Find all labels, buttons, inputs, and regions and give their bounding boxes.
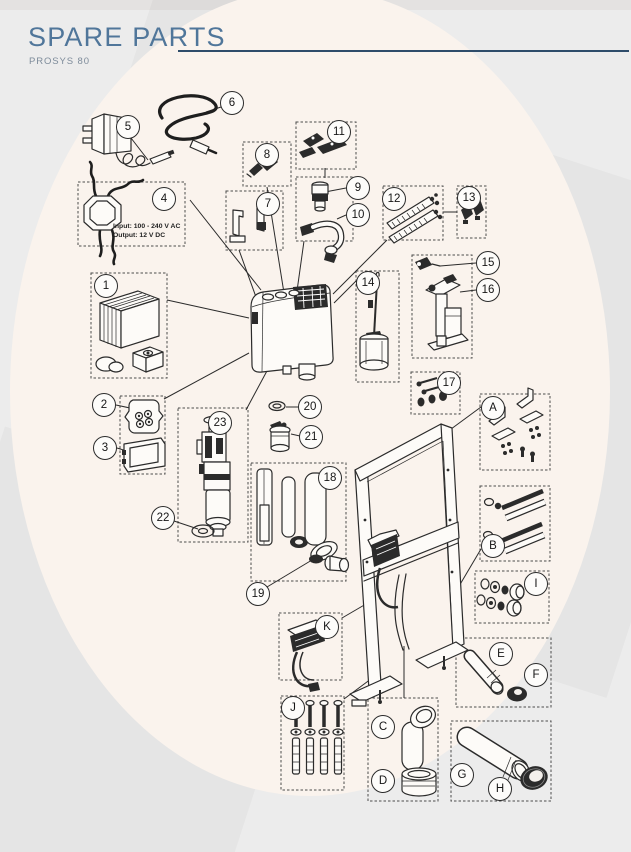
callout-B: B [481, 534, 505, 558]
callout-13: 13 [457, 186, 481, 210]
transformer-spec-input: Input: 100 - 240 V AC [113, 223, 181, 230]
callout-4: 4 [152, 187, 176, 211]
callout-8: 8 [255, 143, 279, 167]
part-6-signal-cable [158, 94, 218, 155]
part-9-valve-cartridge [311, 181, 329, 212]
callout-J: J [281, 696, 305, 720]
callout-5: 5 [116, 115, 140, 139]
part-3-frame-plate [122, 437, 166, 473]
callout-9: 9 [346, 176, 370, 200]
callout-15: 15 [476, 251, 500, 275]
box-part-1 [90, 272, 168, 379]
callout-I: I [524, 572, 548, 596]
callout-17: 17 [437, 371, 461, 395]
box-c-d [367, 697, 439, 802]
page-title: SPARE PARTS [28, 22, 226, 52]
kit-i-caps [476, 578, 525, 617]
callout-14: 14 [356, 271, 380, 295]
part-22-valve-seal [191, 524, 215, 538]
page-subtitle: PROSYS 80 [29, 56, 90, 67]
callout-D: D [371, 769, 395, 793]
box-g-h [450, 720, 552, 802]
box-kit-b [479, 485, 551, 562]
callout-16: 16 [476, 278, 500, 302]
box-part-8 [242, 141, 292, 187]
callout-E: E [489, 642, 513, 666]
part-23-flush-valve [196, 415, 231, 537]
part-14-flush-mechanism [359, 271, 389, 371]
box-part-2-3 [119, 395, 166, 475]
part-21-inlet-connector [269, 421, 291, 453]
transformer-spec-output: Output: 12 V DC [113, 232, 166, 240]
callout-F: F [524, 663, 548, 687]
transformer-specs: Input: 100 - 240 V AC Output: 12 V DC [113, 222, 185, 240]
cistern-tank [250, 284, 334, 381]
part-f-seal-ring [507, 686, 527, 702]
box-part-18 [250, 462, 347, 582]
part-1-protection-box [95, 290, 164, 373]
callout-12: 12 [382, 187, 406, 211]
box-kit-a [479, 393, 551, 471]
callout-6: 6 [220, 91, 244, 115]
box-part-7 [225, 190, 284, 251]
callout-11: 11 [327, 120, 351, 144]
header-rule [178, 50, 629, 52]
callout-18: 18 [318, 466, 342, 490]
callout-23: 23 [208, 411, 232, 435]
callout-2: 2 [92, 393, 116, 417]
installation-frame [349, 423, 469, 707]
part-d-coupling [401, 767, 437, 797]
part-15-connector [415, 257, 441, 270]
callout-K: K [315, 615, 339, 639]
box-part-15-16 [411, 254, 473, 359]
part-12-mounting-rails [386, 193, 443, 244]
leader-lines [115, 106, 482, 700]
callout-19: 19 [246, 582, 270, 606]
callout-C: C [371, 715, 395, 739]
part-h-seal-ring-large [520, 766, 548, 790]
part-10-inlet-elbow [300, 220, 345, 263]
part-e-extension-tube [463, 649, 504, 695]
part-17-screw-plug-set [416, 376, 447, 407]
part-16-fill-valve [425, 274, 469, 351]
box-part-11 [295, 121, 357, 170]
part-2-gasket [124, 399, 164, 434]
box-e-f [455, 637, 552, 708]
callout-H: H [488, 777, 512, 801]
callout-7: 7 [256, 192, 280, 216]
part-20-o-ring [268, 400, 286, 412]
box-kit-j [280, 695, 345, 791]
callout-G: G [450, 763, 474, 787]
part-18-flush-pipe-set [256, 468, 350, 573]
box-kit-i [474, 570, 550, 624]
box-part-k [278, 612, 343, 681]
part-c-outlet-elbow [401, 705, 437, 771]
callout-22: 22 [151, 506, 175, 530]
kit-j-screws [290, 699, 344, 775]
box-part-23 [177, 407, 249, 543]
callout-21: 21 [299, 425, 323, 449]
part-4-transformer [83, 160, 145, 266]
box-part-12 [382, 185, 444, 241]
box-part-14 [355, 270, 400, 383]
callout-20: 20 [298, 395, 322, 419]
callout-1: 1 [94, 274, 118, 298]
callout-10: 10 [346, 203, 370, 227]
callout-3: 3 [93, 436, 117, 460]
callout-A: A [481, 396, 505, 420]
box-part-17 [410, 371, 461, 415]
